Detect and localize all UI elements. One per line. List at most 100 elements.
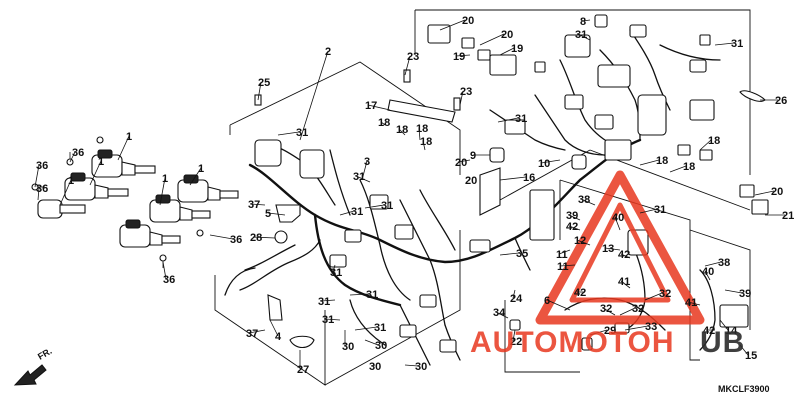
callout-number: 11	[556, 249, 568, 261]
callout-number: 30	[369, 361, 381, 373]
callout-number: 18	[420, 136, 432, 148]
callout-number: 31	[515, 113, 527, 125]
callout-number: 28	[250, 232, 262, 244]
callout-number: 19	[511, 43, 523, 55]
callout-number: 38	[578, 194, 590, 206]
callout-number: 41	[618, 276, 630, 288]
callout-number: 40	[612, 212, 624, 224]
callout-number: 29	[604, 325, 616, 337]
callout-number: 31	[575, 29, 587, 41]
callout-number: 20	[455, 157, 467, 169]
callout-number: 16	[523, 172, 535, 184]
callout-leader-line	[714, 42, 735, 46]
callout-number: 36	[72, 147, 84, 159]
callout-number: 31	[322, 314, 334, 326]
callout-number: 6	[544, 295, 550, 307]
callout-leader-line	[499, 176, 527, 181]
callout-number: 39	[566, 210, 578, 222]
callout-number: 39	[739, 288, 751, 300]
callout-leader-line	[624, 325, 649, 331]
callout-leader-line	[250, 203, 266, 206]
callout-number: 31	[374, 322, 386, 334]
main-wire-harness	[224, 24, 721, 366]
callout-leader-line	[576, 239, 591, 246]
callout-number: 31	[351, 206, 363, 218]
callout-leader-line	[418, 127, 421, 141]
callout-number: 2	[325, 46, 331, 58]
ignition-coil-2	[64, 172, 129, 201]
callout-number: 31	[318, 296, 330, 308]
callout-number: 42	[566, 221, 578, 233]
callout-number: 40	[702, 266, 714, 278]
watermark-triangle-icon	[535, 170, 705, 325]
callout-leader-line	[422, 140, 426, 151]
callout-number: 23	[460, 86, 472, 98]
callout-leader-line	[604, 247, 621, 251]
callout-number: 18	[708, 135, 720, 147]
callout-leader-line	[620, 253, 631, 259]
callout-leader-line	[546, 299, 571, 311]
callout-leader-line	[248, 329, 266, 334]
callout-number: 35	[516, 248, 528, 260]
callout-number: 31	[353, 171, 365, 183]
direction-label: FR.	[36, 346, 54, 362]
callout-number: 1	[162, 173, 168, 185]
callout-leader-line	[499, 47, 515, 56]
callout-leader-line	[361, 160, 368, 181]
callout-leader-line	[497, 117, 519, 123]
callout-number: 37	[248, 199, 260, 211]
callout-leader-line	[34, 164, 40, 188]
callout-leader-line	[457, 159, 471, 163]
callout-number: 42	[703, 325, 715, 337]
callout-number: 30	[415, 361, 427, 373]
diagram-code: MKCLF3900	[718, 384, 770, 394]
callout-number: 14	[725, 325, 738, 337]
ignition-coil-3	[37, 199, 86, 219]
callout-number: 21	[782, 210, 794, 222]
ignition-coils	[31, 136, 239, 268]
callout-number: 13	[602, 243, 614, 255]
callout-leader-line	[699, 139, 712, 151]
callout-leader-line	[559, 264, 576, 267]
callout-leader-line	[364, 339, 379, 346]
callout-number: 20	[771, 186, 783, 198]
callout-leader-line	[380, 121, 386, 126]
callout-number: 30	[375, 340, 387, 352]
callout-leader-line	[620, 280, 631, 289]
callout-number: 17	[365, 100, 377, 112]
callout-number: 12	[574, 235, 586, 247]
callout-number: 20	[465, 175, 477, 187]
callout-leader-line	[339, 210, 355, 216]
callout-leader-line	[257, 81, 262, 101]
callout-number: 5	[265, 208, 271, 220]
callout-leader-line	[582, 19, 591, 22]
callout-number: 36	[36, 183, 48, 195]
callout-leader-line	[644, 292, 663, 301]
callout-leader-line	[355, 175, 371, 183]
callout-leader-line	[512, 289, 516, 299]
callout-leader-line	[189, 167, 202, 186]
callout-leader-line	[459, 90, 464, 106]
callout-leader-line	[59, 179, 72, 206]
callout-leader-line	[371, 364, 376, 367]
callout-number: 37	[246, 328, 258, 340]
callout-leader-line	[354, 326, 378, 331]
callout-number: 11	[557, 261, 569, 273]
callout-number: 42	[574, 287, 586, 299]
callout-number: 38	[718, 257, 730, 269]
callout-leader-line	[724, 289, 743, 294]
callout-leader-line	[332, 264, 336, 273]
callout-leader-line	[704, 270, 711, 281]
ignition-coil-6	[119, 219, 181, 248]
callout-number: 41	[685, 297, 697, 309]
callout-number: 20	[462, 15, 474, 27]
callout-leader-line	[495, 311, 509, 319]
callout-number: 33	[645, 321, 657, 333]
callout-leader-line	[69, 151, 76, 163]
callout-leader-line	[639, 159, 660, 166]
callout-leader-line	[252, 236, 276, 239]
callout-leader-line	[455, 54, 471, 57]
callout-number: 31	[731, 38, 743, 50]
callout-leader-line	[589, 329, 608, 336]
